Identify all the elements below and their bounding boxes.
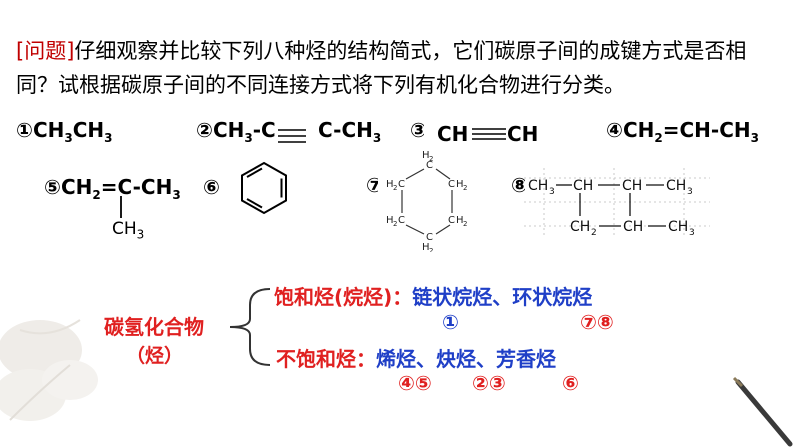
saturated-row: 饱和烃(烷烃)：链状烷烃、环状烷烃 bbox=[274, 281, 592, 310]
svg-text:C: C bbox=[426, 232, 433, 243]
svg-text:2: 2 bbox=[429, 155, 433, 163]
root-sub-label: （烃） bbox=[126, 345, 184, 367]
unsaturated-label: 不饱和烃： bbox=[276, 347, 376, 371]
compound-7-number: ⑦ bbox=[366, 173, 378, 197]
root-label: 碳氢化合物 bbox=[104, 315, 204, 339]
svg-text:2: 2 bbox=[393, 220, 397, 228]
question-body: 仔细观察并比较下列八种烃的结构简式，它们碳原子间的成键方式是否相同？试根据碳原子… bbox=[16, 39, 747, 97]
compound-1: ①CH3CH3 bbox=[16, 118, 113, 145]
flower-decoration-icon bbox=[0, 319, 98, 421]
svg-text:CH: CH bbox=[573, 178, 593, 194]
compound-5: ⑤CH2=C-CH3 bbox=[44, 175, 181, 202]
compound-5-branch: CH3 bbox=[112, 219, 145, 242]
svg-text:2: 2 bbox=[429, 247, 433, 252]
svg-text:H: H bbox=[422, 242, 430, 252]
svg-text:C: C bbox=[426, 160, 433, 171]
svg-text:CH: CH bbox=[528, 178, 548, 194]
svg-text:2: 2 bbox=[393, 184, 397, 192]
svg-text:H: H bbox=[422, 150, 430, 161]
compound-1-number: ① bbox=[16, 118, 33, 142]
compound-3: ③ bbox=[410, 118, 424, 142]
compound-4: ④CH2=CH-CH3 bbox=[606, 118, 759, 145]
svg-text:C: C bbox=[398, 215, 405, 226]
svg-text:CH: CH bbox=[666, 178, 686, 194]
compound-2-left: CH3-C bbox=[212, 118, 276, 145]
unsaturated-member-3: ⑥ bbox=[562, 371, 579, 395]
compound-3-right: CH bbox=[507, 122, 539, 146]
saturated-member-2: ⑦⑧ bbox=[580, 310, 614, 334]
svg-text:H: H bbox=[386, 179, 394, 190]
branch-bond-icon bbox=[120, 196, 122, 218]
compound-3-number: ③ bbox=[410, 118, 424, 142]
compound-2-number: ② bbox=[196, 118, 213, 142]
triple-bond-icon bbox=[278, 129, 306, 143]
compound-5-number: ⑤ bbox=[44, 175, 61, 199]
svg-text:2: 2 bbox=[463, 184, 467, 192]
compound-6-number: ⑥ bbox=[203, 175, 220, 199]
compound-3-left: CH bbox=[437, 122, 469, 146]
svg-text:CH: CH bbox=[622, 178, 642, 194]
unsaturated-member-2: ②③ bbox=[472, 371, 506, 395]
svg-text:CH: CH bbox=[668, 219, 688, 235]
compound-8-number: ⑧ bbox=[511, 173, 525, 197]
compound-2: ②CH3-C bbox=[196, 118, 276, 145]
brush-decoration-icon bbox=[732, 376, 793, 447]
svg-text:H: H bbox=[456, 215, 464, 226]
unsaturated-row: 不饱和烃：烯烃、炔烃、芳香烃 bbox=[276, 343, 556, 372]
svg-text:3: 3 bbox=[549, 187, 555, 197]
benzene-ring-icon bbox=[241, 161, 287, 215]
question-text: [问题]仔细观察并比较下列八种烃的结构简式，它们碳原子间的成键方式是否相同？试根… bbox=[16, 34, 786, 102]
svg-text:3: 3 bbox=[687, 187, 693, 197]
compound-1-formula: CH3CH3 bbox=[32, 118, 113, 145]
unsaturated-types: 烯烃、炔烃、芳香烃 bbox=[376, 347, 556, 371]
unsaturated-member-1: ④⑤ bbox=[398, 371, 432, 395]
saturated-types: 链状烷烃、环状烷烃 bbox=[412, 285, 593, 309]
compound-5-formula: CH2=C-CH3 bbox=[60, 175, 181, 202]
svg-text:2: 2 bbox=[591, 228, 597, 238]
saturated-label: 饱和烃(烷烃)： bbox=[274, 285, 413, 309]
svg-text:C: C bbox=[448, 179, 455, 190]
classification-brace-icon bbox=[229, 288, 271, 366]
svg-text:2: 2 bbox=[463, 220, 467, 228]
compound-2-right: C-CH3 bbox=[318, 118, 382, 145]
saturated-member-1: ① bbox=[442, 310, 459, 334]
compound-4-formula: CH2=CH-CH3 bbox=[622, 118, 759, 145]
svg-text:CH: CH bbox=[570, 219, 590, 235]
compound-4-number: ④ bbox=[606, 118, 623, 142]
svg-text:C: C bbox=[398, 179, 405, 190]
svg-text:H: H bbox=[456, 179, 464, 190]
svg-text:C: C bbox=[448, 215, 455, 226]
svg-text:CH: CH bbox=[623, 219, 643, 235]
svg-text:H: H bbox=[386, 215, 394, 226]
triple-bond-icon bbox=[472, 128, 506, 140]
question-tag: [问题] bbox=[16, 39, 75, 63]
svg-text:3: 3 bbox=[689, 228, 695, 238]
